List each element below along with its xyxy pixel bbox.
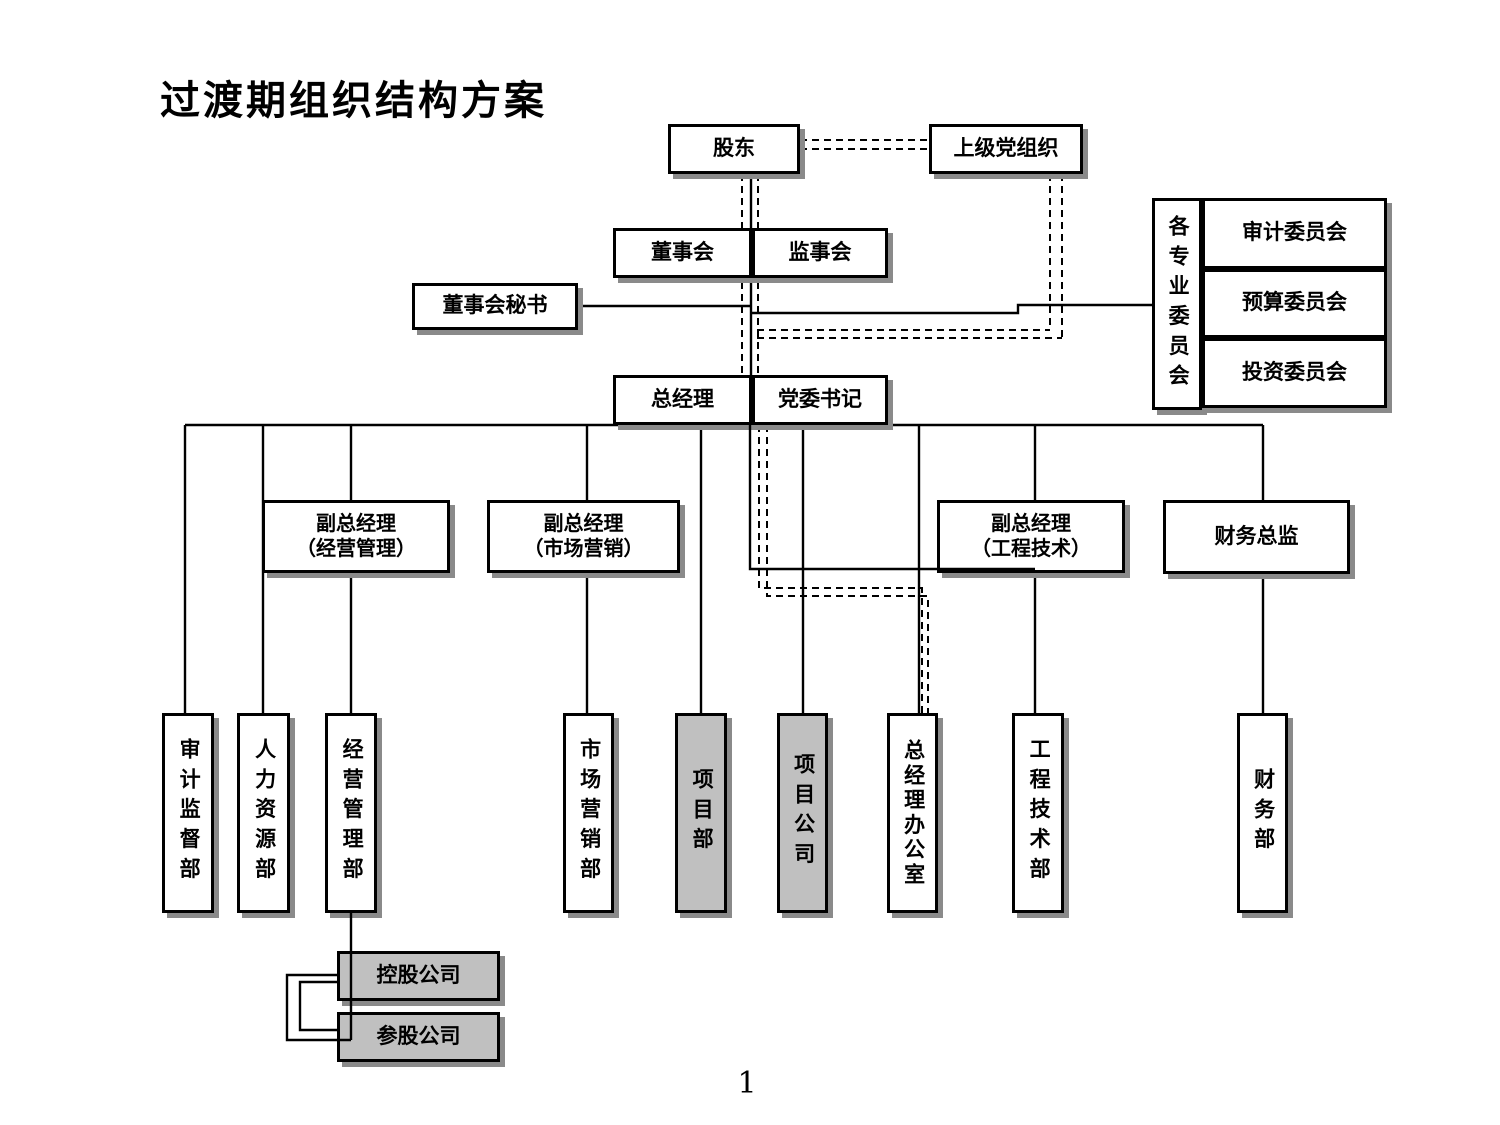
node-label: 项目公司 (791, 753, 815, 873)
node-finance-dept: 财务部 (1237, 713, 1288, 913)
node-holding-company: 控股公司 (337, 951, 500, 1001)
node-supervisory-board: 监事会 (752, 228, 888, 278)
node-label: 审计委员会 (1242, 221, 1347, 245)
node-label: 经营管理部 (340, 738, 364, 888)
node-deputy-gm-marketing: 副总经理 （市场营销） (487, 500, 680, 573)
page-number: 1 (737, 1066, 757, 1101)
node-label: 副总经理 （市场营销） (523, 512, 644, 560)
node-human-resources-dept: 人力资源部 (237, 713, 290, 913)
node-audit-supervision-dept: 审计监督部 (162, 713, 214, 913)
node-label: 董事会秘书 (442, 294, 548, 318)
node-project-company: 项目公司 (777, 713, 828, 913)
node-superior-party-org: 上级党组织 (929, 124, 1083, 174)
node-label: 财务总监 (1214, 524, 1299, 548)
node-professional-committees: 各专业委员会 (1152, 198, 1202, 410)
node-label: 审计监督部 (177, 738, 201, 888)
node-operations-management-dept: 经营管理部 (325, 713, 377, 913)
node-label: 总经理 (651, 387, 714, 411)
node-label: 控股公司 (376, 963, 461, 987)
node-label: 副总经理 （工程技术） (971, 512, 1091, 560)
node-label: 财务部 (1251, 768, 1275, 858)
node-engineering-technology-dept: 工程技术部 (1012, 713, 1064, 913)
node-label: 预算委员会 (1242, 291, 1347, 315)
node-general-manager: 总经理 (613, 375, 752, 425)
node-deputy-gm-operations: 副总经理 （经营管理） (262, 500, 450, 573)
node-label: 股东 (713, 136, 755, 160)
node-label: 副总经理 （经营管理） (296, 512, 416, 560)
node-party-committee-secretary: 党委书记 (752, 375, 888, 425)
node-label: 党委书记 (778, 387, 862, 411)
slide-title: 过渡期组织结构方案 (160, 79, 547, 123)
node-label: 监事会 (788, 240, 852, 264)
node-investment-committee: 投资委员会 (1202, 338, 1387, 408)
node-label: 上级党组织 (953, 136, 1059, 160)
node-label: 投资委员会 (1242, 360, 1347, 384)
node-finance-director: 财务总监 (1163, 500, 1350, 574)
node-deputy-gm-engineering: 副总经理 （工程技术） (937, 500, 1125, 573)
node-gm-office: 总经理办公室 (887, 713, 938, 913)
node-label: 参股公司 (376, 1024, 461, 1048)
node-shareholders: 股东 (668, 124, 800, 174)
node-audit-committee: 审计委员会 (1202, 198, 1387, 269)
node-board-secretary: 董事会秘书 (412, 283, 578, 330)
node-label: 市场营销部 (577, 738, 601, 888)
node-label: 工程技术部 (1027, 738, 1051, 888)
node-project-dept: 项目部 (675, 713, 727, 913)
node-label: 人力资源部 (252, 738, 276, 888)
node-marketing-dept: 市场营销部 (563, 713, 614, 913)
node-label: 董事会 (651, 240, 714, 264)
node-board-of-directors: 董事会 (613, 228, 752, 278)
node-label: 各专业委员会 (1166, 214, 1190, 394)
node-label: 项目部 (690, 768, 714, 858)
node-label: 总经理办公室 (901, 738, 925, 888)
node-budget-committee: 预算委员会 (1202, 269, 1387, 338)
node-equity-participation-company: 参股公司 (337, 1012, 500, 1062)
